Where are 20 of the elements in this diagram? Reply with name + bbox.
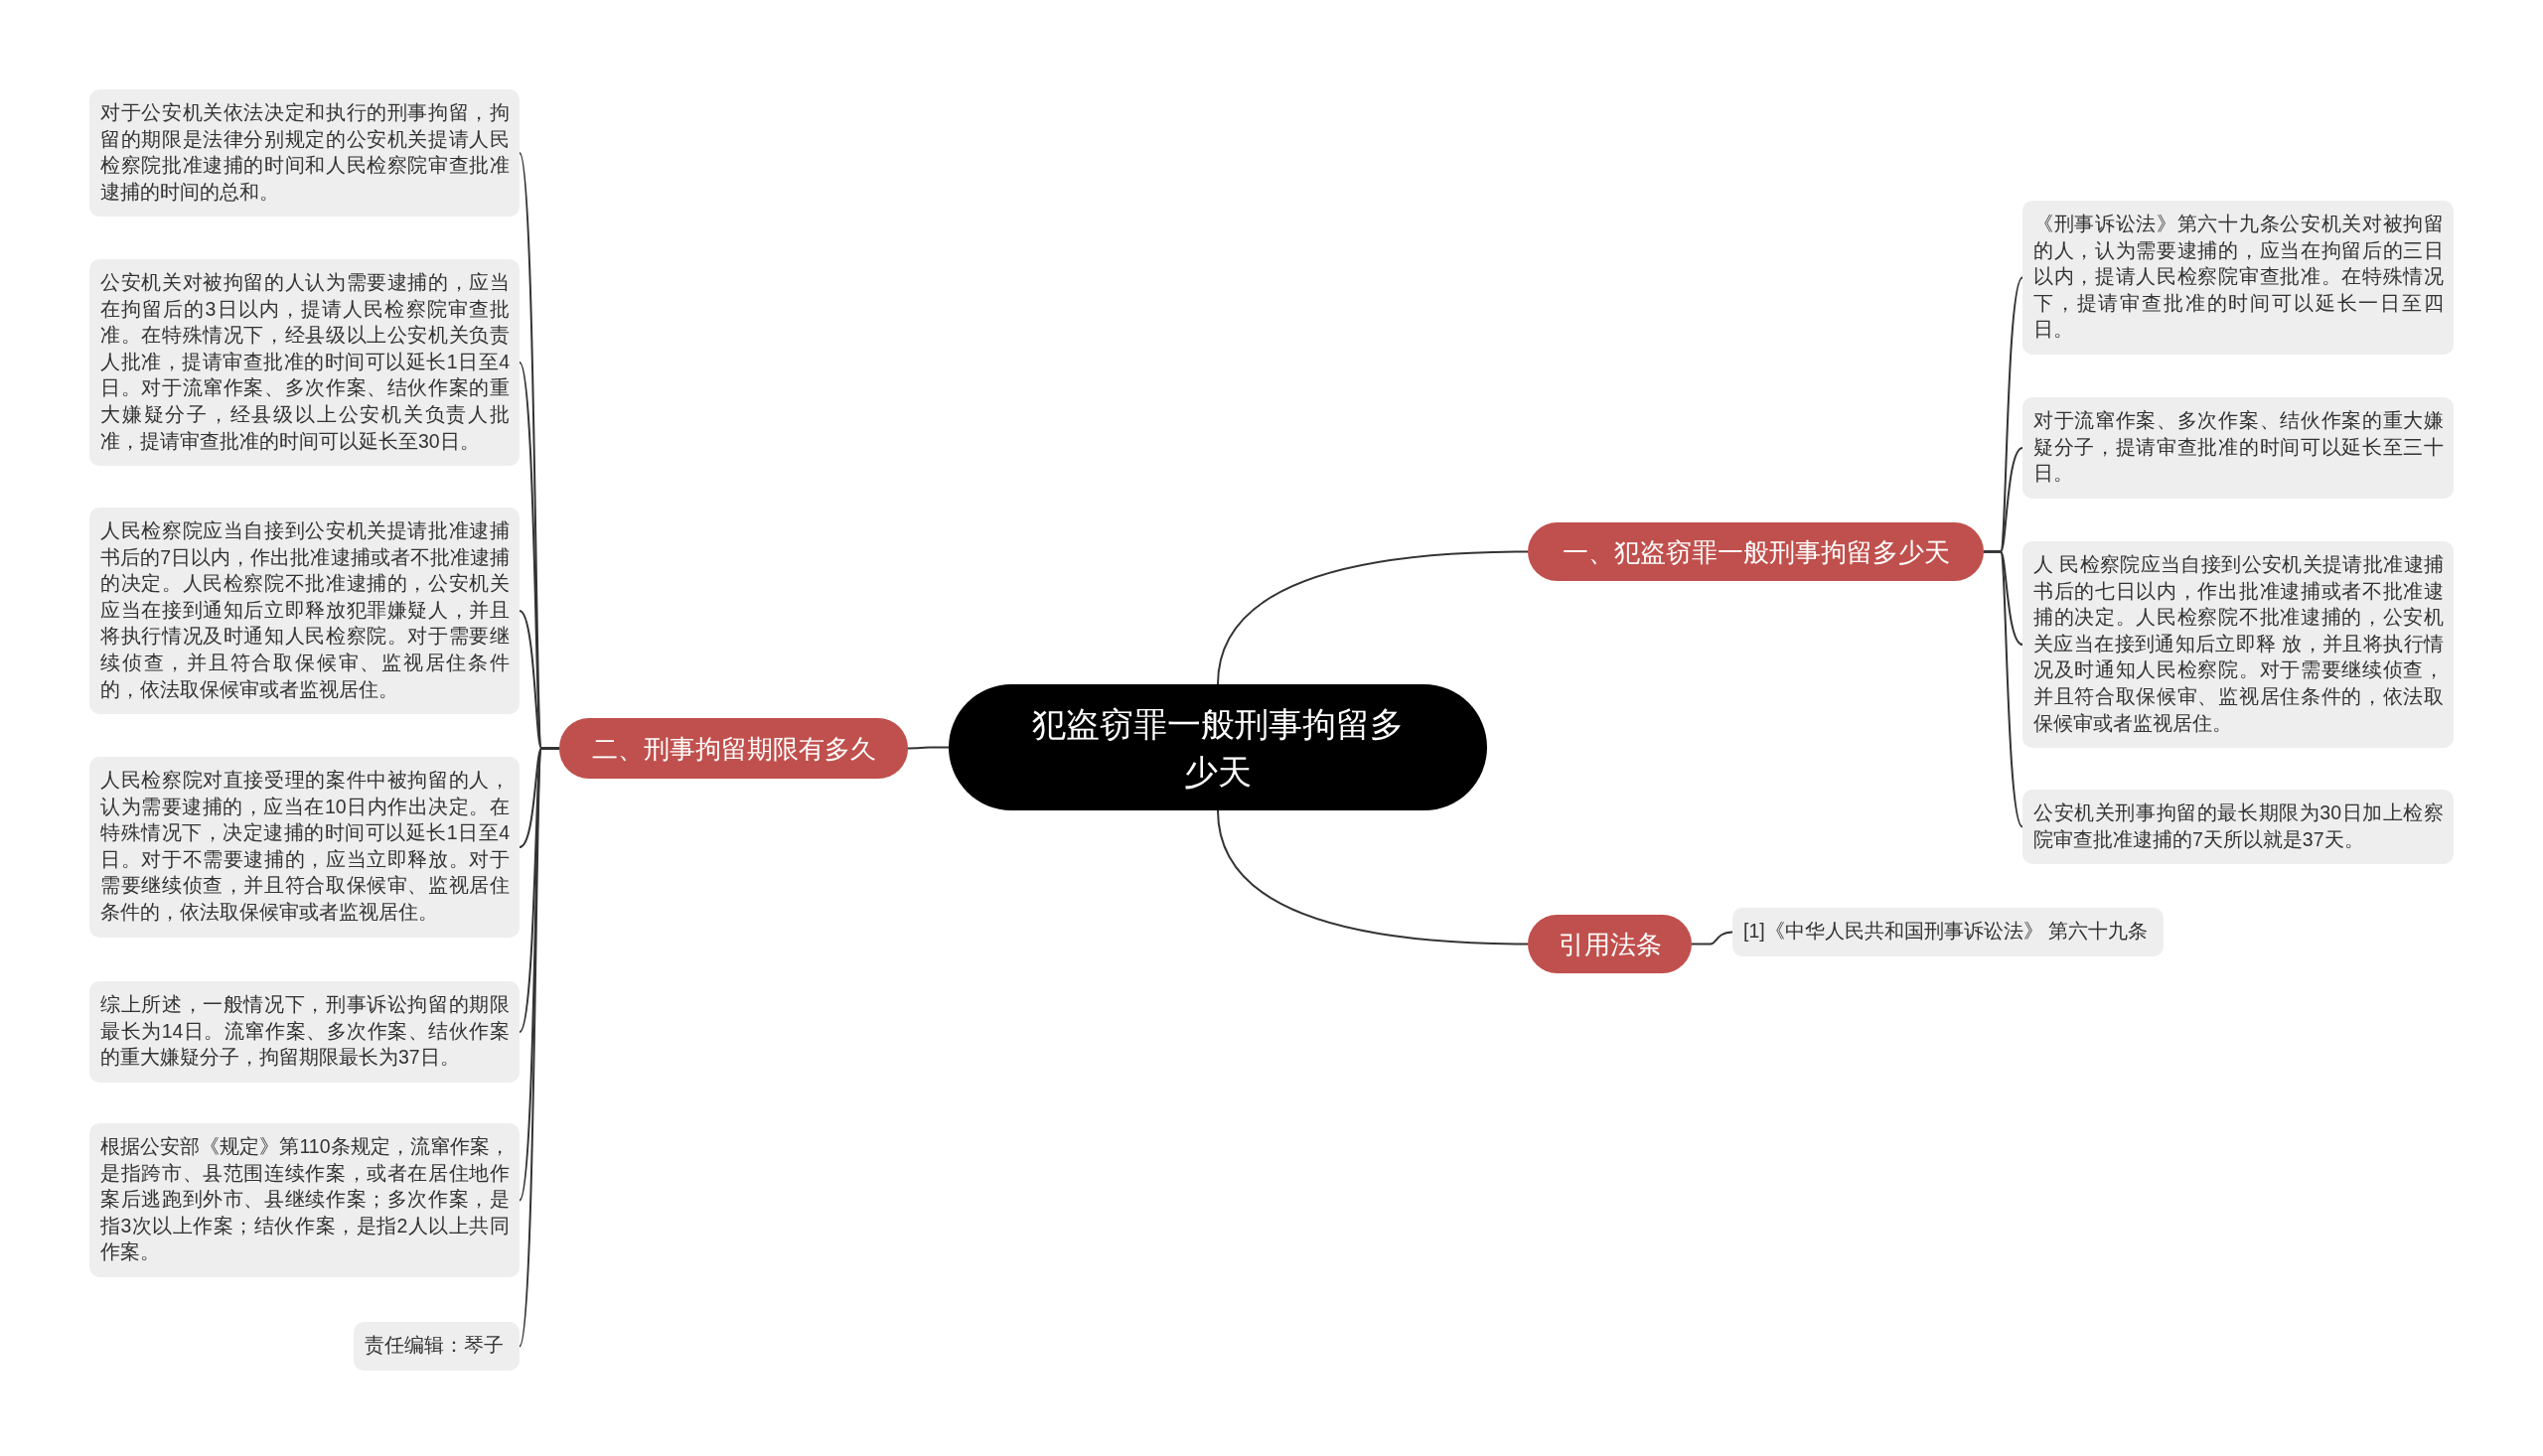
branch-topic: 引用法条 <box>1528 915 1692 973</box>
note-box: 责任编辑：琴子 <box>354 1322 520 1371</box>
connector <box>907 746 950 750</box>
connector <box>1217 550 1529 685</box>
branch-topic: 二、刑事拘留期限有多久 <box>559 718 908 779</box>
note-box: 公安机关刑事拘留的最长期限为30日加上检察院审查批准逮捕的7天所以就是37天。 <box>2022 790 2454 865</box>
connector <box>1217 809 1529 946</box>
note-box: 综上所述，一般情况下，刑事诉讼拘留的期限最长为14日。流窜作案、多次作案、结伙作案的重大嫌疑分子，拘留期限最长为37日。 <box>89 981 520 1083</box>
central-topic: 犯盗窃罪一般刑事拘留多少天 <box>949 684 1487 810</box>
note-box: 对于流窜作案、多次作案、结伙作案的重大嫌疑分子，提请审查批准的时间可以延长至三十日。 <box>2022 397 2454 499</box>
note-box: [1]《中华人民共和国刑事诉讼法》 第六十九条 <box>1732 908 2164 956</box>
note-box: 人 民检察院应当自接到公安机关提请批准逮捕书后的七日以内，作出批准逮捕或者不批准逮捕的决定。人民检察院不批准逮捕的，公安机关应当在接到通知后立即释 放，并且将执行情况及时通知人民检察院。对于需要继续侦查，并且符合取保候审、监视居住条件的，依法取保候审或者监视居住。 <box>2022 541 2454 749</box>
note-box: 对于公安机关依法决定和执行的刑事拘留，拘留的期限是法律分别规定的公安机关提请人民检察院批准逮捕的时间和人民检察院审查批准逮捕的时间的总和。 <box>89 89 520 218</box>
note-box: 《刑事诉讼法》第六十九条公安机关对被拘留的人，认为需要逮捕的，应当在拘留后的三日以内，提请人民检察院审查批准。在特殊情况下，提请审查批准的时间可以延长一日至四日。 <box>2022 201 2454 355</box>
note-box: 人民检察院应当自接到公安机关提请批准逮捕书后的7日以内，作出批准逮捕或者不批准逮捕的决定。人民检察院不批准逮捕的，公安机关应当在接到通知后立即释放犯罪嫌疑人，并且将执行情况及时通知人民检察院。对于需要继续侦查，并且符合取保候审、监视居住条件的，依法取保候审或者监视居住。 <box>89 508 520 715</box>
note-box: 公安机关对被拘留的人认为需要逮捕的，应当在拘留后的3日以内，提请人民检察院审查批准。在特殊情况下，经县级以上公安机关负责人批准，提请审查批准的时间可以延长1日至4日。对于流窜作案、多次作案、结伙作案的重大嫌疑分子，经县级以上公安机关负责人批准，提请审查批准的时间可以延长至30日。 <box>89 259 520 467</box>
connector <box>1983 550 2023 828</box>
note-box: 根据公安部《规定》第110条规定，流窜作案，是指跨市、县范围连续作案，或者在居住地作案后逃跑到外市、县继续作案；多次作案，是指3次以上作案；结伙作案，是指2人以上共同作案。 <box>89 1123 520 1277</box>
branch-topic: 一、犯盗窃罪一般刑事拘留多少天 <box>1528 522 1984 581</box>
note-box: 人民检察院对直接受理的案件中被拘留的人，认为需要逮捕的，应当在10日内作出决定。在特殊情况下，决定逮捕的时间可以延长1日至4日。对于不需要逮捕的，应当立即释放。对于需要继续侦查，并且符合取保候审、监视居住条件的，依法取保候审或者监视居住。 <box>89 757 520 938</box>
